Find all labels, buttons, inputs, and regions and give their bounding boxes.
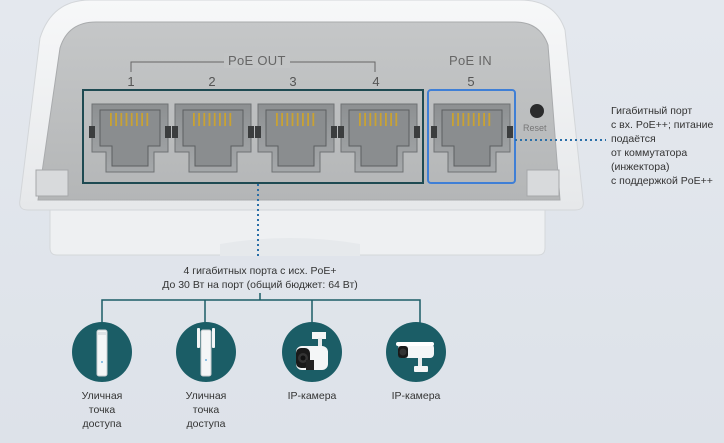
device-label-line: точка	[88, 404, 116, 416]
reset-label: Reset	[523, 123, 547, 133]
device-label-outdoor-ap-2: Уличная точка доступа	[171, 389, 241, 431]
rj45-port-4	[338, 103, 420, 173]
device-label-line: Уличная	[185, 390, 227, 402]
poe-in-description: Гигабитный порт с вх. PoE++; питание под…	[611, 104, 723, 188]
poe-in-desc-line: подаётся	[611, 133, 656, 145]
rj45-port-2	[172, 103, 254, 173]
device-label-ip-camera-1: IP-камера	[277, 389, 347, 403]
port-number-2: 2	[208, 74, 216, 89]
rj45-port-1	[89, 103, 171, 173]
poe-in-desc-line: с вх. PoE++; питание	[611, 119, 714, 131]
poe-in-desc-line: от коммутатора	[611, 147, 688, 159]
poe-in-desc-line: с поддержкой PoE++	[611, 175, 713, 187]
poe-in-desc-line: Гигабитный порт	[611, 105, 693, 117]
port-number-1: 1	[127, 74, 135, 89]
rj45-port-3	[255, 103, 337, 173]
port-number-5: 5	[467, 74, 475, 89]
poe-out-desc-line: До 30 Вт на порт (общий бюджет: 64 Вт)	[162, 278, 358, 291]
device-label-line: IP-камера	[287, 390, 337, 402]
rj45-port-5	[431, 103, 513, 173]
port-number-3: 3	[289, 74, 297, 89]
poe-in-desc-line: (инжектора)	[611, 161, 670, 173]
device-label-line: доступа	[186, 418, 226, 430]
poe-out-description: 4 гигабитных порта с исх. PoE+ До 30 Вт …	[110, 265, 410, 292]
poe-out-desc-line: 4 гигабитных порта с исх. PoE+	[183, 265, 337, 277]
port-number-4: 4	[372, 74, 380, 89]
device-label-line: точка	[192, 404, 220, 416]
device-label-outdoor-ap-1: Уличная точка доступа	[67, 389, 137, 431]
poe-out-label: PoE OUT	[224, 53, 290, 68]
device-label-line: доступа	[82, 418, 122, 430]
outdoor-antenna-access-point-icon	[176, 322, 236, 382]
device-label-ip-camera-2: IP-камера	[381, 389, 451, 403]
device-label-line: Уличная	[81, 390, 123, 402]
ptz-camera-icon	[282, 322, 342, 382]
device-label-line: IP-камера	[391, 390, 441, 402]
poe-in-label: PoE IN	[449, 53, 492, 68]
outdoor-access-point-icon	[72, 322, 132, 382]
bullet-camera-icon	[386, 322, 446, 382]
